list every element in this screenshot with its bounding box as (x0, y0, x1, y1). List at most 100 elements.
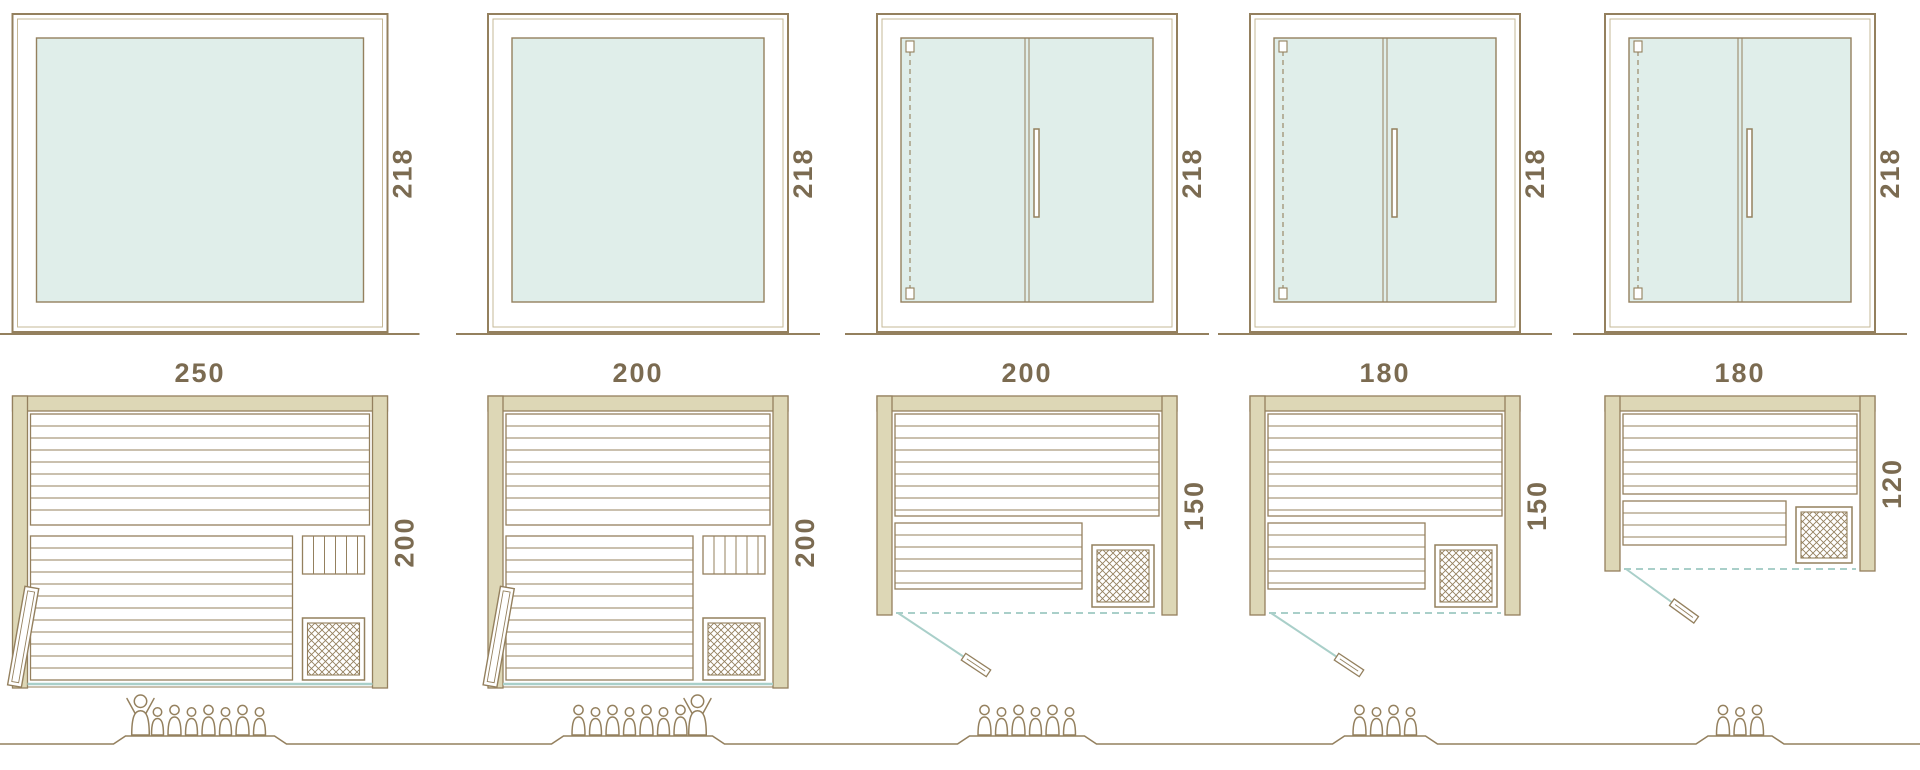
person-icon (201, 704, 216, 736)
person-icon (1352, 704, 1367, 736)
person-icon (605, 704, 620, 736)
person-icon (588, 707, 603, 736)
width-dimension-label: 200 (1001, 358, 1052, 388)
variant-2-plan-view: 200 (482, 395, 820, 689)
heater-hatch-icon (301, 617, 366, 681)
person-icon (1369, 707, 1384, 736)
person-icon (184, 707, 199, 736)
hinge-bottom-icon (905, 287, 915, 300)
variant-3-plan-view: 150 (876, 395, 1209, 678)
height-dimension-label: 218 (1875, 147, 1905, 198)
person-icon (1749, 704, 1765, 736)
glass-panel (35, 37, 365, 303)
variant-1-capacity-group (126, 694, 267, 736)
height-dimension-label: 218 (1520, 147, 1550, 198)
glass-panel (900, 37, 1154, 303)
frame-inner-line (1609, 18, 1871, 328)
heater-hatch-icon (1091, 544, 1155, 608)
person-icon (1062, 707, 1077, 736)
door-handle (1033, 128, 1040, 218)
person-icon (150, 707, 165, 736)
person-icon (622, 707, 637, 736)
heater-hatch-icon (1795, 506, 1853, 564)
person-icon (235, 704, 250, 736)
upper-bench (29, 413, 371, 526)
lower-bench (1267, 522, 1426, 590)
person-icon (1733, 707, 1747, 736)
variant-3: 218 200 150 (845, 13, 1209, 678)
person-icon (1028, 707, 1043, 736)
frame-inner-line (17, 18, 383, 328)
person-icon (977, 704, 992, 736)
back-wall (11, 395, 389, 412)
depth-dimension-label: 120 (1877, 458, 1907, 509)
frame-inner-line (881, 18, 1173, 328)
frame-inner-line (492, 18, 784, 328)
variant-1-front-elevation: 218 (0, 13, 420, 335)
variant-3-front-elevation: 218 (845, 13, 1209, 335)
backrest-slats (301, 535, 366, 575)
person-icon (656, 707, 671, 736)
upper-bench (1622, 413, 1858, 495)
back-wall (1249, 395, 1521, 412)
variant-4-front-elevation: 218 (1218, 13, 1552, 335)
person-icon (1403, 707, 1418, 736)
upper-bench (505, 413, 771, 526)
depth-dimension-label: 150 (1522, 480, 1552, 531)
variant-3-capacity-group (977, 704, 1077, 736)
person-icon (1715, 704, 1731, 736)
variant-2: 218 200 200 (456, 13, 820, 689)
person-icon (994, 707, 1009, 736)
lower-bench (505, 535, 694, 681)
person-icon (683, 694, 712, 736)
upper-bench (1267, 413, 1503, 517)
person-icon (1386, 704, 1401, 736)
lower-bench (1622, 500, 1787, 546)
variant-5-capacity-group (1715, 704, 1765, 736)
glass-panel (1273, 37, 1497, 303)
variant-5-plan-view: 120 (1604, 395, 1907, 624)
lower-bench (894, 522, 1083, 590)
upper-bench (894, 413, 1160, 517)
left-wall (1604, 395, 1621, 572)
right-wall (772, 395, 789, 689)
left-wall (1249, 395, 1266, 616)
width-dimension-label: 200 (612, 358, 663, 388)
height-dimension-label: 218 (1177, 147, 1207, 198)
person-icon (252, 707, 267, 736)
depth-dimension-label: 200 (790, 516, 820, 567)
height-dimension-label: 218 (788, 147, 818, 198)
right-wall (371, 395, 389, 689)
hinge-top-icon (905, 40, 915, 53)
back-wall (1604, 395, 1876, 412)
variant-2-front-elevation: 218 (456, 13, 820, 335)
hinge-top-icon (1278, 40, 1288, 53)
right-wall (1859, 395, 1876, 572)
person-icon (218, 707, 233, 736)
person-icon (673, 704, 688, 736)
hinge-bottom-icon (1633, 287, 1643, 300)
right-wall (1504, 395, 1521, 616)
person-icon (571, 704, 586, 736)
depth-dimension-label: 150 (1179, 480, 1209, 531)
variant-4-plan-view: 150 (1249, 395, 1552, 678)
person-icon (1011, 704, 1026, 736)
variant-5-front-elevation: 218 (1573, 13, 1907, 335)
door-leaf-icon (960, 652, 992, 678)
height-dimension-label: 218 (388, 147, 418, 198)
person-icon (167, 704, 182, 736)
hinge-bottom-icon (1278, 287, 1288, 300)
person-icon (639, 704, 654, 736)
glass-panel (1628, 37, 1852, 303)
person-icon (1045, 704, 1060, 736)
variant-4-capacity-group (1352, 704, 1418, 736)
ground-line (0, 735, 1920, 745)
left-wall (876, 395, 893, 616)
variant-1-plan-view: 200 (6, 395, 420, 689)
variant-2-capacity-group (571, 694, 712, 736)
lower-bench (29, 535, 294, 681)
heater-hatch-icon (702, 617, 766, 681)
